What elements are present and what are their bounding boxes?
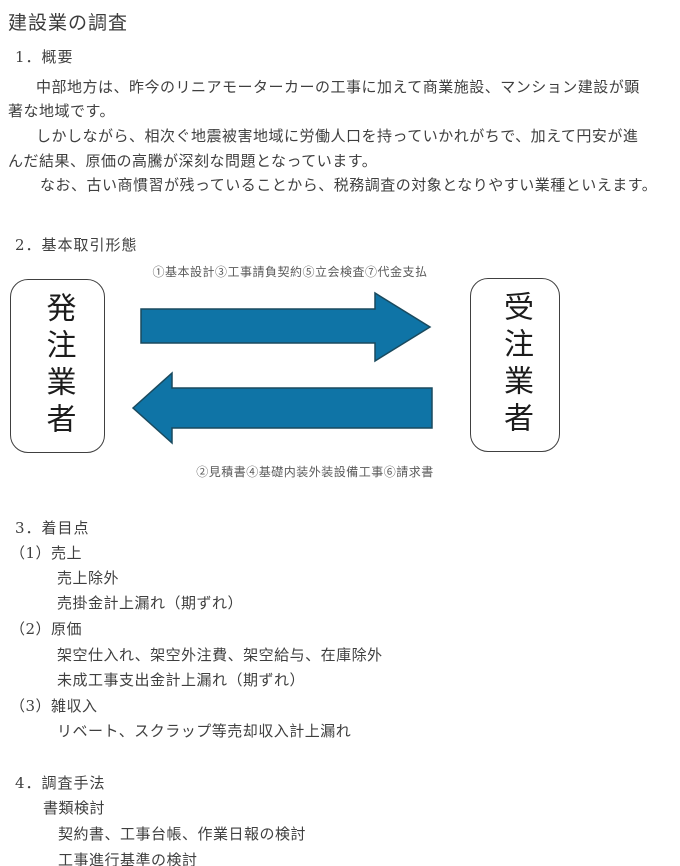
points-item: 未成工事支出金計上漏れ（期ずれ） (57, 671, 306, 689)
contractor-box-label: 受注業者 (498, 291, 533, 439)
overview-line: 著な地域です。 (8, 102, 116, 120)
section-heading-methods: 4．調査手法 (15, 774, 106, 792)
contractor-box: 受注業者 (470, 278, 560, 452)
points-item: リベート、スクラップ等売却収入計上漏れ (57, 722, 352, 740)
orderer-box-label: 発注業者 (40, 292, 76, 440)
diagram-bottom-caption: ②見積書④基礎内装外装設備工事⑥請求書 (196, 465, 434, 479)
methods-item: 工事進行基準の検討 (58, 851, 198, 866)
section-heading-overview: 1．概要 (15, 48, 74, 66)
orderer-box: 発注業者 (10, 279, 105, 453)
diagram-top-caption: ①基本設計③工事請負契約⑤立会検査⑦代金支払 (152, 265, 428, 279)
right-arrow-icon (140, 291, 432, 363)
section-heading-points: 3．着目点 (15, 519, 90, 537)
overview-line: んだ結果、原価の高騰が深刻な問題となっています。 (8, 152, 378, 170)
points-item: 売掛金計上漏れ（期ずれ） (57, 594, 244, 612)
methods-category: 書類検討 (43, 799, 106, 817)
overview-line: 中部地方は、昨今のリニアモーターカーの工事に加えて商業施設、マンション建設が顕 (36, 78, 640, 96)
points-item: 架空仕入れ、架空外注費、架空給与、在庫除外 (57, 646, 383, 664)
overview-line: なお、古い商慣習が残っていることから、税務調査の対象となりやすい業種といえます。 (40, 176, 658, 194)
overview-line: しかしながら、相次ぐ地震被害地域に労働人口を持っていかれがちで、加えて円安が進 (36, 127, 639, 145)
left-arrow-icon (131, 371, 433, 445)
points-group-title: （1）売上 (10, 544, 83, 562)
points-group-title: （2）原価 (10, 620, 83, 638)
points-group-title: （3）雑収入 (10, 697, 98, 715)
points-item: 売上除外 (57, 569, 120, 587)
methods-item: 契約書、工事台帳、作業日報の検討 (58, 825, 307, 843)
page-title: 建設業の調査 (8, 12, 129, 34)
section-heading-transactions: 2．基本取引形態 (15, 236, 138, 254)
